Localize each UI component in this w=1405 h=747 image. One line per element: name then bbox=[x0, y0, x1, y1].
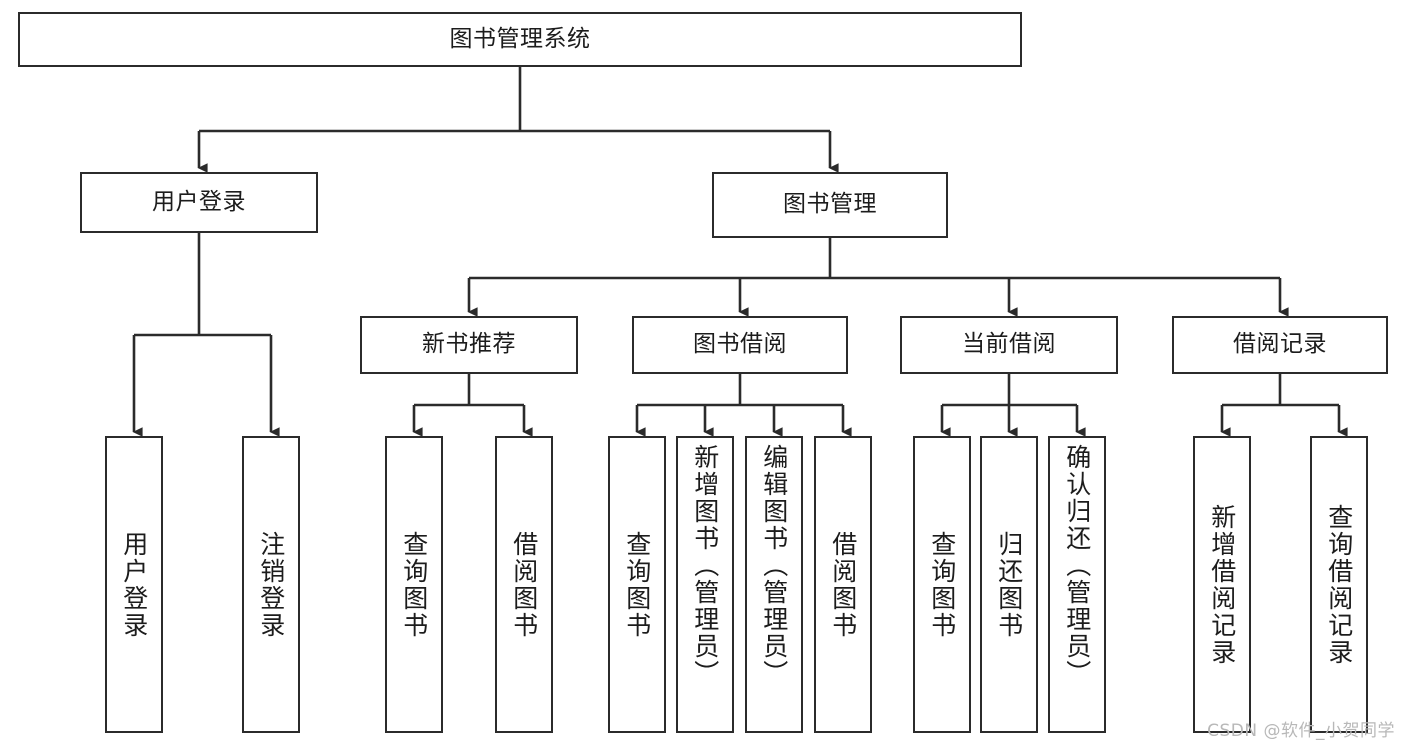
node-book-borrow[interactable]: 图书借阅 bbox=[632, 316, 848, 374]
node-borrow-record-label: 借阅记录 bbox=[1233, 331, 1327, 358]
node-leaf-borrow-book-borrow[interactable]: 借阅图书 bbox=[814, 436, 872, 733]
node-book-management[interactable]: 图书管理 bbox=[712, 172, 948, 238]
node-book-borrow-label: 图书借阅 bbox=[693, 331, 787, 358]
node-leaf-return-book-label: 归还图书 bbox=[994, 530, 1024, 639]
csdn-watermark: CSDN @软件_小贺同学 bbox=[1207, 721, 1395, 741]
node-user-login-label: 用户登录 bbox=[152, 188, 246, 215]
node-current-borrow[interactable]: 当前借阅 bbox=[900, 316, 1118, 374]
node-leaf-borrow-book-new-label: 借阅图书 bbox=[509, 530, 539, 639]
node-leaf-query-borrow-record[interactable]: 查询借阅记录 bbox=[1310, 436, 1368, 733]
node-leaf-confirm-return-admin[interactable]: 确认归还（管理员） bbox=[1048, 436, 1106, 733]
node-leaf-edit-book-admin[interactable]: 编辑图书（管理员） bbox=[745, 436, 803, 733]
node-leaf-query-book-new[interactable]: 查询图书 bbox=[385, 436, 443, 733]
node-root-system-label: 图书管理系统 bbox=[449, 25, 591, 52]
node-leaf-add-book-admin-label: 新增图书（管理员） bbox=[690, 444, 720, 687]
node-leaf-confirm-return-admin-label: 确认归还（管理员） bbox=[1062, 444, 1092, 687]
node-leaf-logout-label: 注销登录 bbox=[256, 530, 286, 639]
node-leaf-add-borrow-record[interactable]: 新增借阅记录 bbox=[1193, 436, 1251, 733]
node-leaf-query-book-current-label: 查询图书 bbox=[927, 530, 957, 639]
node-leaf-query-book-new-label: 查询图书 bbox=[399, 530, 429, 639]
node-current-borrow-label: 当前借阅 bbox=[962, 331, 1056, 358]
node-leaf-return-book[interactable]: 归还图书 bbox=[980, 436, 1038, 733]
node-root-system[interactable]: 图书管理系统 bbox=[18, 12, 1022, 67]
node-leaf-logout[interactable]: 注销登录 bbox=[242, 436, 300, 733]
node-leaf-borrow-book-borrow-label: 借阅图书 bbox=[828, 530, 858, 639]
node-user-login[interactable]: 用户登录 bbox=[80, 172, 318, 233]
node-leaf-borrow-book-new[interactable]: 借阅图书 bbox=[495, 436, 553, 733]
node-leaf-query-book-borrow-label: 查询图书 bbox=[622, 530, 652, 639]
node-book-management-label: 图书管理 bbox=[783, 191, 877, 218]
node-leaf-edit-book-admin-label: 编辑图书（管理员） bbox=[759, 444, 789, 687]
node-new-book-recommend-label: 新书推荐 bbox=[422, 331, 516, 358]
node-new-book-recommend[interactable]: 新书推荐 bbox=[360, 316, 578, 374]
node-borrow-record[interactable]: 借阅记录 bbox=[1172, 316, 1388, 374]
node-leaf-query-borrow-record-label: 查询借阅记录 bbox=[1324, 503, 1354, 666]
node-leaf-add-book-admin[interactable]: 新增图书（管理员） bbox=[676, 436, 734, 733]
node-leaf-query-book-borrow[interactable]: 查询图书 bbox=[608, 436, 666, 733]
node-leaf-user-login[interactable]: 用户登录 bbox=[105, 436, 163, 733]
node-leaf-query-book-current[interactable]: 查询图书 bbox=[913, 436, 971, 733]
node-leaf-add-borrow-record-label: 新增借阅记录 bbox=[1207, 503, 1237, 666]
node-leaf-user-login-label: 用户登录 bbox=[119, 530, 149, 639]
